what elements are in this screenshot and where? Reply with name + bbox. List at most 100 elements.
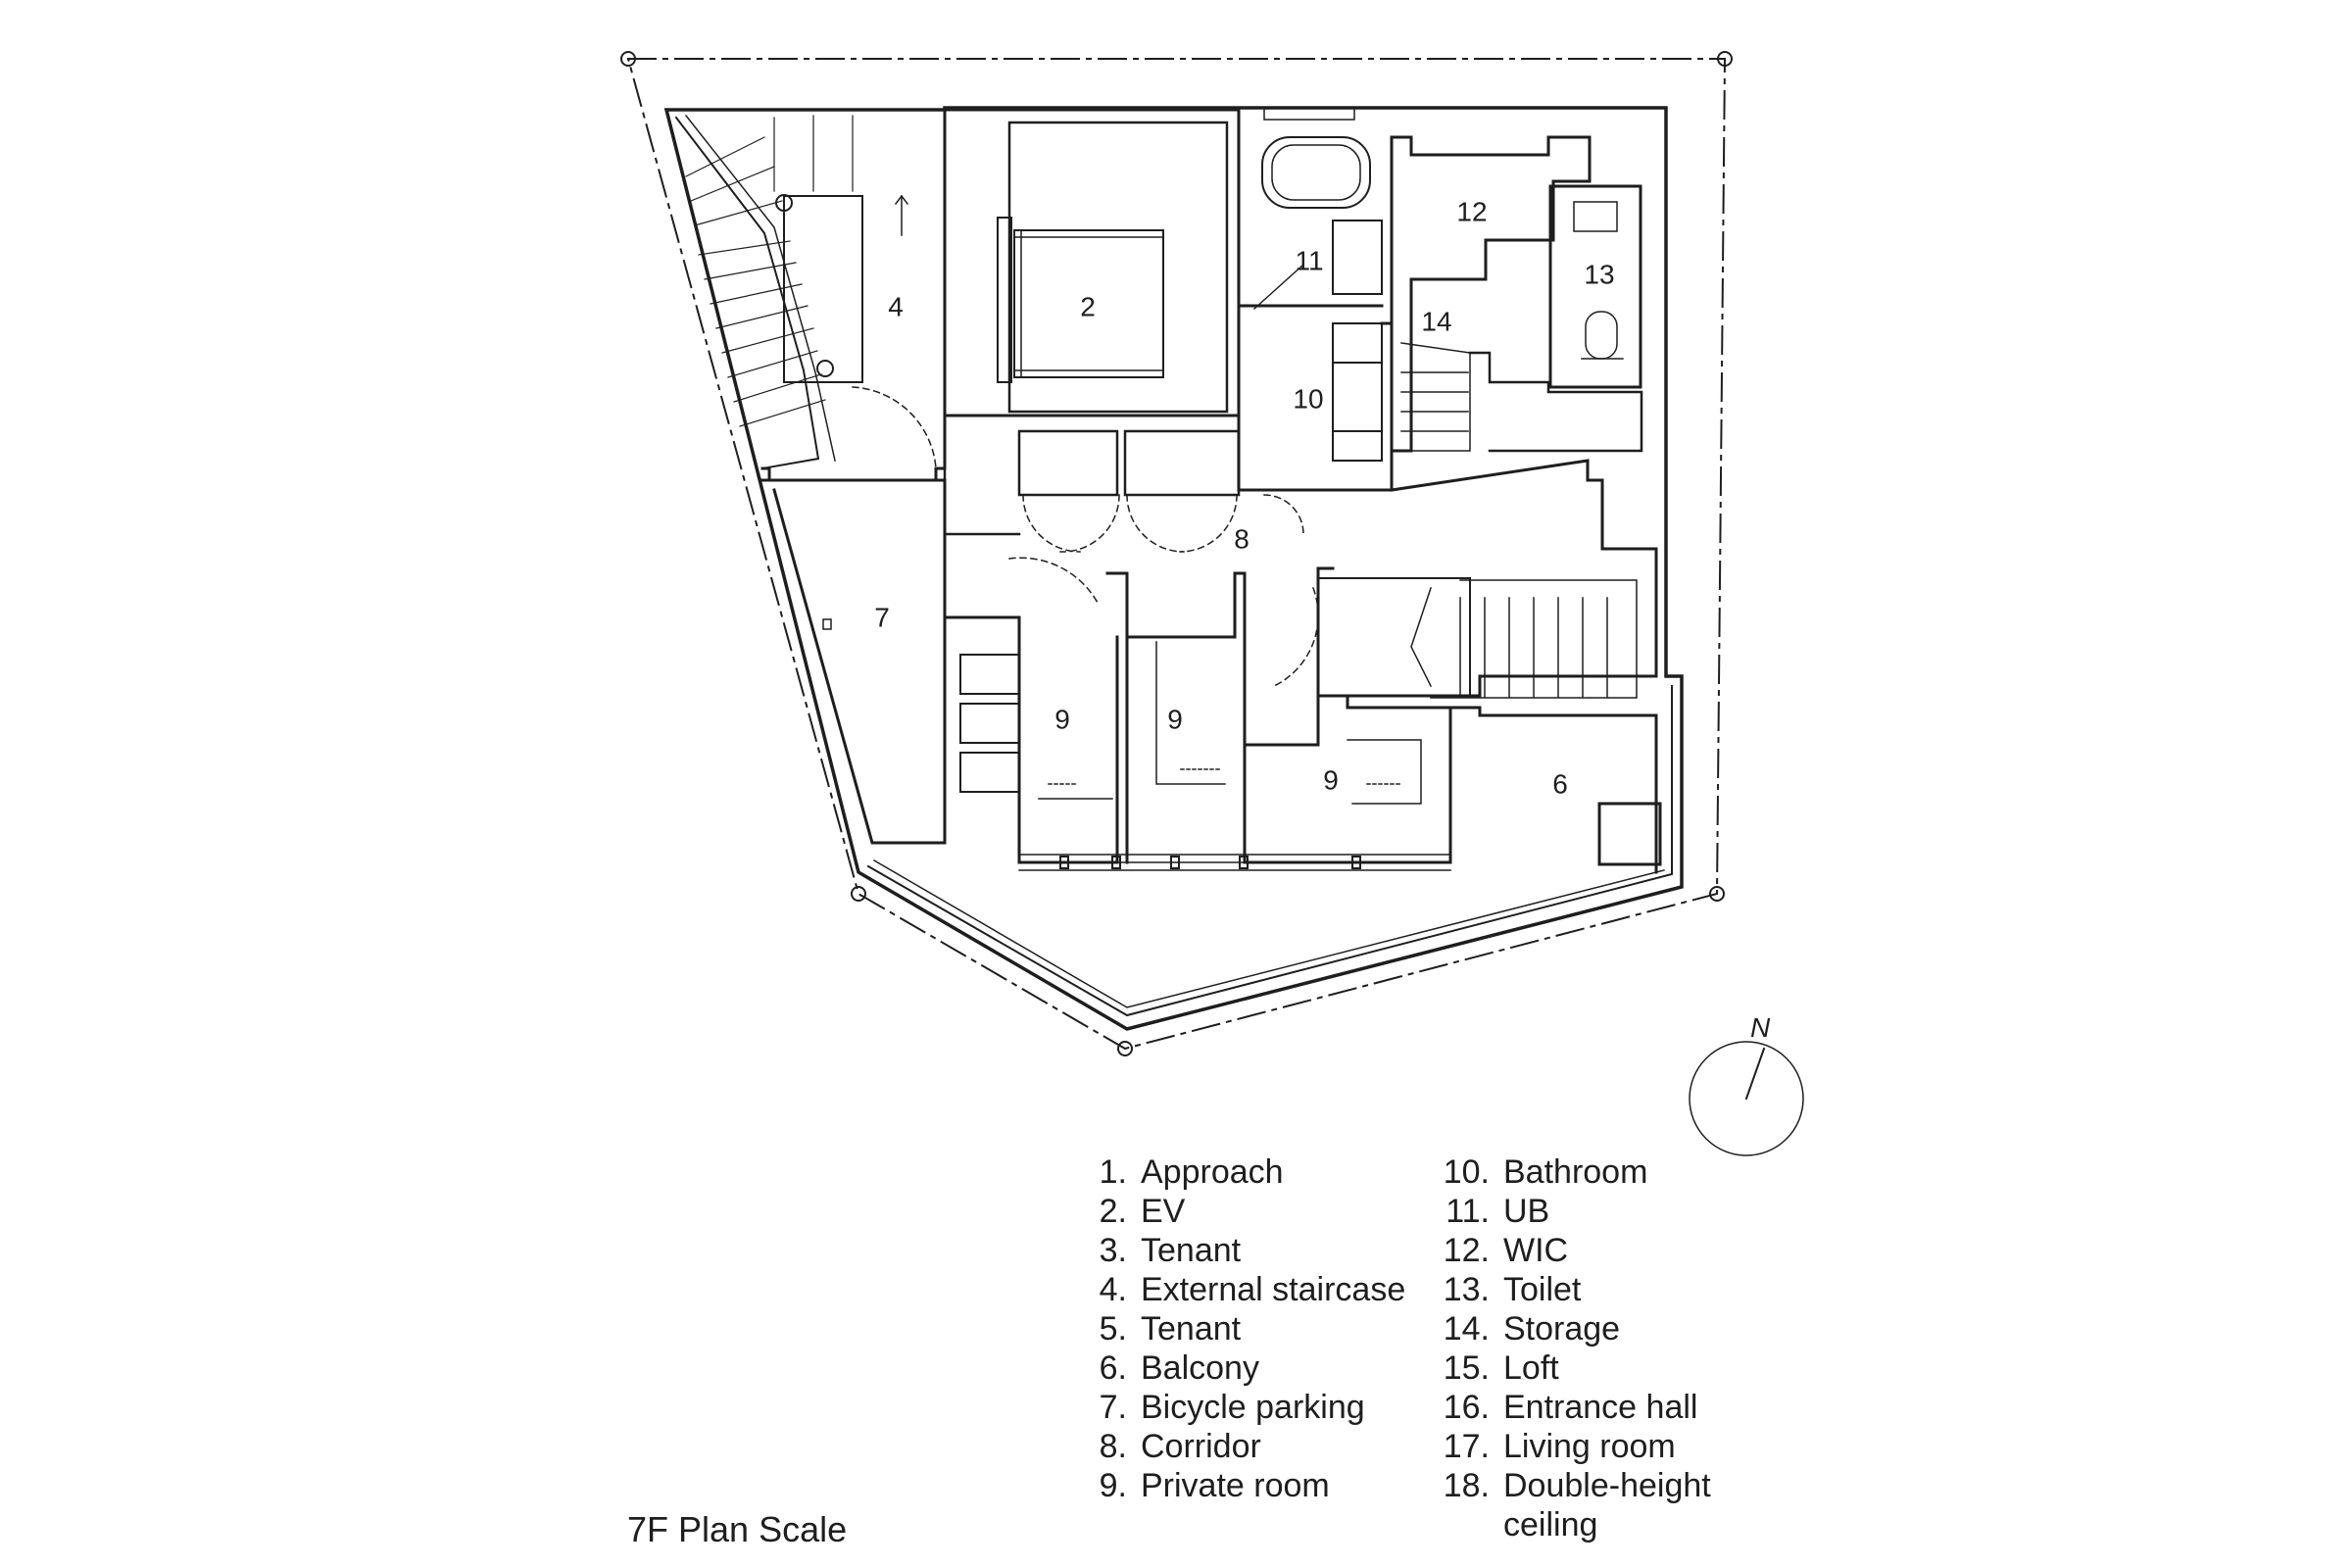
boundary-marker (1709, 886, 1725, 902)
corridor-partitions (943, 414, 1241, 536)
room-label-toilet: 13 (1584, 259, 1614, 289)
staircase-rail-outer (684, 114, 836, 462)
room-label-private-room-b: 9 (1167, 704, 1183, 734)
boundary-marker (1717, 51, 1733, 67)
east-stair (1430, 579, 1638, 699)
legend-item: 11. UB (1429, 1192, 1711, 1231)
legend-item: 6. Balcony (1086, 1348, 1405, 1388)
door-swing (852, 386, 937, 469)
legend-label: UB (1503, 1193, 1550, 1230)
ev-car (1013, 229, 1164, 378)
legend-number: 13. (1443, 1271, 1490, 1308)
legend-item: 16.Entrance hall (1429, 1388, 1711, 1427)
vanity (1332, 220, 1383, 295)
column-circle (816, 360, 834, 377)
room-label-ev: 2 (1080, 291, 1096, 321)
legend-number: 11. (1446, 1193, 1490, 1230)
room-label-bicycle-parking: 7 (874, 602, 890, 632)
legend-label: External staircase (1141, 1271, 1406, 1308)
storage-wall (1468, 351, 1643, 453)
boundary-marker (620, 51, 636, 67)
legend-number: 6. (1099, 1349, 1127, 1387)
ev-car-inner (1013, 229, 1164, 378)
legend-item: 8.Corridor (1086, 1427, 1405, 1466)
legend-item: 2. EV (1086, 1192, 1405, 1231)
legend-right-column: 10. Bathroom 11. UB 12. WIC 13. Toilet 14. St… (1429, 1152, 1711, 1544)
private-room-2 (1105, 571, 1247, 864)
room-label-private-room-a: 9 (1054, 704, 1070, 734)
legend-item: 15.Loft (1429, 1348, 1711, 1388)
window-posts (1059, 856, 1361, 869)
legend-number: 18. (1443, 1467, 1490, 1504)
legend-number: 3. (1099, 1232, 1127, 1269)
legend-number: 7. (1099, 1389, 1127, 1426)
legend-label: Bicycle parking (1141, 1389, 1365, 1426)
legend-left-column: 1.Approach 2. EV 3. Tenant 4. External stai… (1086, 1152, 1406, 1505)
arrow-head (894, 194, 909, 206)
legend-number: 10. (1443, 1153, 1490, 1191)
compass-circle (1689, 1041, 1804, 1156)
window (1263, 107, 1355, 121)
stair-guard (1410, 587, 1433, 688)
room-label-private-room-c: 9 (1323, 764, 1339, 795)
legend-item: 18. Double-height ceiling (1429, 1466, 1711, 1544)
room2-inner (1155, 641, 1226, 785)
legend-item: 1.Approach (1086, 1152, 1405, 1192)
bathtub-inner (1271, 144, 1361, 201)
building-outline (663, 106, 1684, 1031)
legend-label: Living room (1503, 1428, 1676, 1465)
legend-label: Tenant (1141, 1310, 1242, 1348)
legend-label: Entrance hall (1503, 1389, 1698, 1426)
closet (959, 654, 1020, 695)
bicycle-parking-wall (760, 478, 947, 845)
legend-label: Balcony (1141, 1349, 1259, 1387)
balcony-parapet (866, 685, 1673, 1017)
staircase-rail (674, 116, 820, 470)
legend-label: Storage (1503, 1310, 1621, 1348)
legend-number: 17. (1443, 1428, 1490, 1465)
legend-number: 4. (1099, 1271, 1127, 1308)
legend-label: Tenant (1141, 1232, 1242, 1269)
boundary-marker (851, 886, 866, 902)
toilet-sink (1573, 201, 1618, 232)
room-labels: 2 4 7 8 9 9 9 6 10 11 12 13 14 (874, 196, 1614, 799)
ev-door (997, 217, 1012, 383)
ev-shaft (1007, 121, 1229, 414)
legend-label: WIC (1503, 1232, 1569, 1269)
legend-item: 10. Bathroom (1429, 1152, 1711, 1192)
legend-label: Toilet (1503, 1271, 1582, 1308)
legend-number: 2. (1099, 1193, 1127, 1230)
legend-label: Bathroom (1503, 1153, 1648, 1191)
legend-number: 9. (1099, 1467, 1127, 1504)
toilet-bowl (1585, 311, 1618, 360)
wic-wall (1390, 135, 1592, 453)
legend-number: 12. (1443, 1232, 1490, 1269)
room3-inner (1347, 739, 1422, 805)
ub-door (1252, 263, 1305, 311)
room-label-bathroom: 10 (1293, 383, 1323, 414)
legend-item: 12. WIC (1429, 1231, 1711, 1270)
bathtub (1261, 136, 1371, 209)
compass-needle (1744, 1047, 1766, 1101)
plan-caption: 7F Plan Scale (627, 1509, 848, 1549)
parking-marker (822, 618, 832, 630)
toilet-room (1548, 184, 1642, 389)
closet (959, 752, 1020, 793)
room-label-storage: 14 (1421, 306, 1451, 336)
legend-label: Private room (1141, 1467, 1330, 1504)
legend-item: 3. Tenant (1086, 1231, 1405, 1270)
site-boundary-line (626, 57, 1727, 1051)
room-label-balcony: 6 (1552, 768, 1568, 799)
legend-item: 17. Living room (1429, 1427, 1711, 1466)
legend-label: EV (1141, 1193, 1186, 1230)
legend-label: Double-height ceiling (1503, 1467, 1711, 1544)
legend-label: Corridor (1141, 1428, 1261, 1465)
legend-item: 4. External staircase (1086, 1270, 1406, 1309)
legend-item: 14. Storage (1429, 1309, 1711, 1348)
private-room-3 (1243, 694, 1452, 864)
balcony-box (1597, 802, 1662, 866)
staircase-enclosure (760, 108, 947, 482)
legend-number: 14. (1443, 1310, 1490, 1348)
legend-item: 13. Toilet (1429, 1270, 1711, 1309)
corridor-door-swings (1008, 494, 1319, 688)
